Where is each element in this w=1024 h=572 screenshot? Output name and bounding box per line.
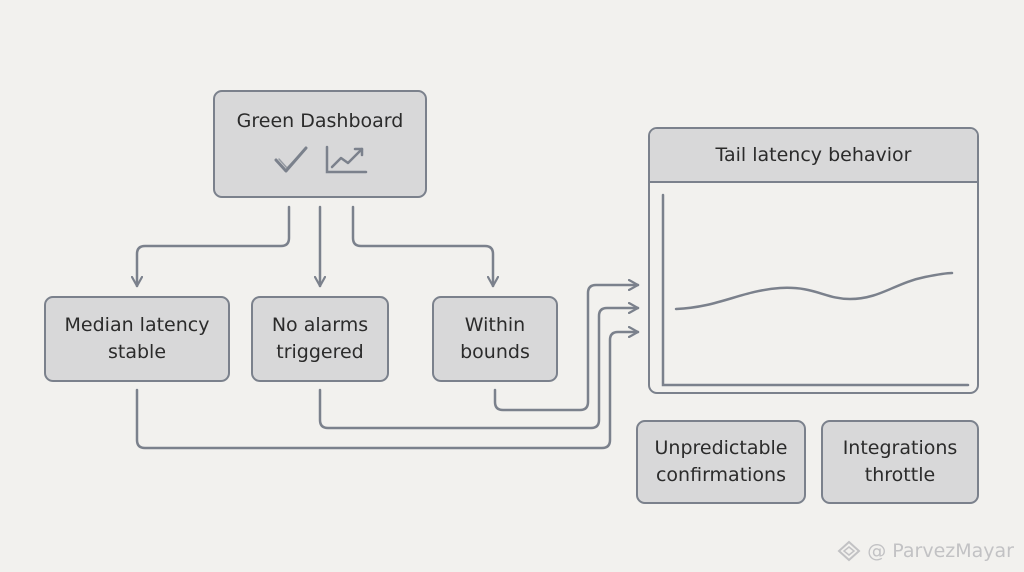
box-label-line1: Within (464, 314, 526, 336)
box-label-line1: No alarms (271, 314, 369, 336)
box-label-line2: throttle (864, 464, 936, 486)
unpredictable-confirmations-box: Unpredictable confirmations (636, 420, 806, 504)
box-label-line1: Unpredictable (654, 437, 788, 459)
box-label-line1: Integrations (842, 437, 958, 459)
dashboard-title: Green Dashboard (236, 110, 404, 132)
no-alarms-triggered-box: No alarms triggered (251, 296, 389, 382)
latency-curve (674, 271, 954, 311)
tail-latency-panel: Tail latency behavior (648, 127, 979, 394)
box-label-line2: bounds (460, 341, 530, 363)
box-label-line2: confirmations (655, 464, 786, 486)
panel-title: Tail latency behavior (650, 129, 977, 183)
watermark: @ ParvezMayar (837, 540, 1014, 562)
integrations-throttle-box: Integrations throttle (821, 420, 979, 504)
arrow-alarms-to-panel (318, 308, 640, 430)
arrow-bounds-to-panel (493, 285, 640, 412)
watermark-logo-icon (837, 540, 861, 562)
box-label-line1: Median latency (64, 314, 210, 336)
box-label-line2: triggered (276, 341, 364, 363)
green-dashboard-box: Green Dashboard (213, 90, 427, 198)
arrow-dashboard-to-bounds (351, 205, 493, 288)
within-bounds-box: Within bounds (432, 296, 558, 382)
box-label-line2: stable (107, 341, 167, 363)
latency-line-chart (661, 193, 970, 387)
trend-chart-icon (325, 145, 368, 174)
median-latency-stable-box: Median latency stable (44, 296, 230, 382)
watermark-text: @ ParvezMayar (867, 540, 1014, 562)
arrow-dashboard-to-median (137, 205, 291, 288)
arrow-median-to-panel (135, 332, 640, 450)
checkmark-icon (274, 146, 308, 173)
